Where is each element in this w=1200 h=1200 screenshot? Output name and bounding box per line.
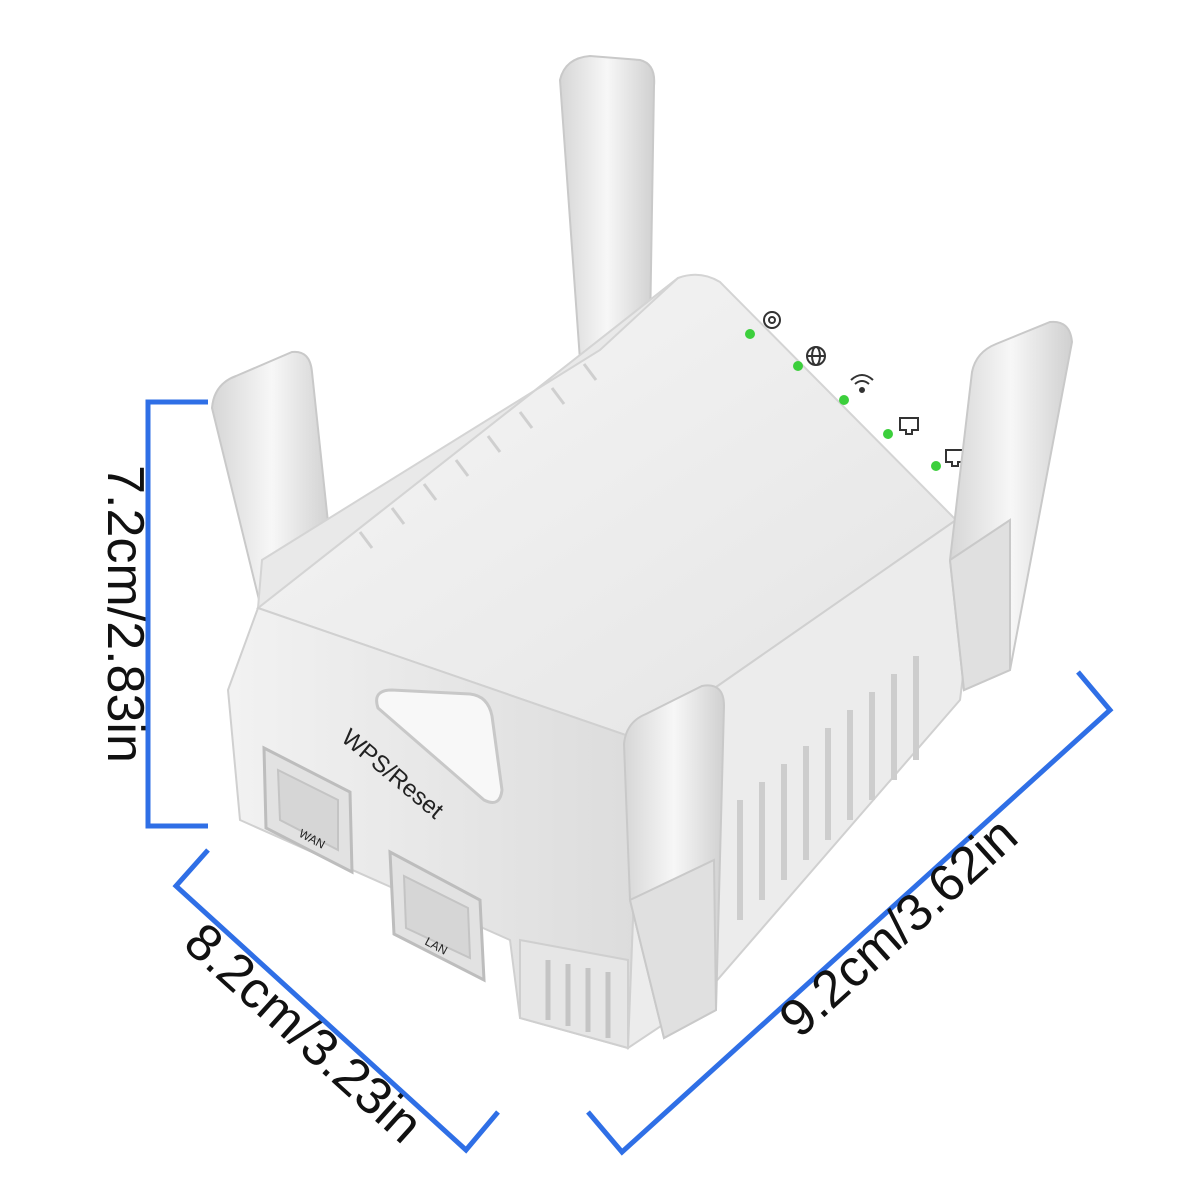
wifi-led: [839, 395, 849, 405]
dimension-lines: [145, 399, 1114, 1156]
power-icon: [763, 311, 781, 329]
wifi-icon: [850, 374, 874, 393]
top-vent-ribs: [358, 363, 598, 549]
wan-port[interactable]: WAN: [262, 745, 354, 875]
width-dimension-line: [586, 670, 1114, 1156]
depth-dimension-label: 8.2cm/3.23in: [173, 912, 433, 1154]
globe-icon: [806, 346, 826, 366]
router-top-surface: [255, 273, 958, 742]
antenna-front: [622, 684, 726, 1040]
lan-led: [883, 429, 893, 439]
antenna-right: [948, 320, 1074, 692]
internet-led: [793, 361, 803, 371]
front-vents: [545, 960, 611, 1038]
power-led: [745, 329, 755, 339]
router-device: WPS/Reset WAN LAN: [210, 54, 1074, 1050]
wan-led: [931, 461, 941, 471]
side-vents: [737, 656, 919, 920]
status-indicators: [745, 311, 965, 471]
lan-port-icon: [899, 417, 919, 435]
height-dimension-line: [145, 399, 208, 829]
lan-port[interactable]: LAN: [388, 849, 486, 983]
depth-dimension-line: [172, 848, 500, 1154]
height-dimension-label: 7.2cm/2.83in: [96, 465, 154, 763]
wps-reset-button[interactable]: [375, 688, 504, 804]
antenna-back: [558, 54, 656, 362]
